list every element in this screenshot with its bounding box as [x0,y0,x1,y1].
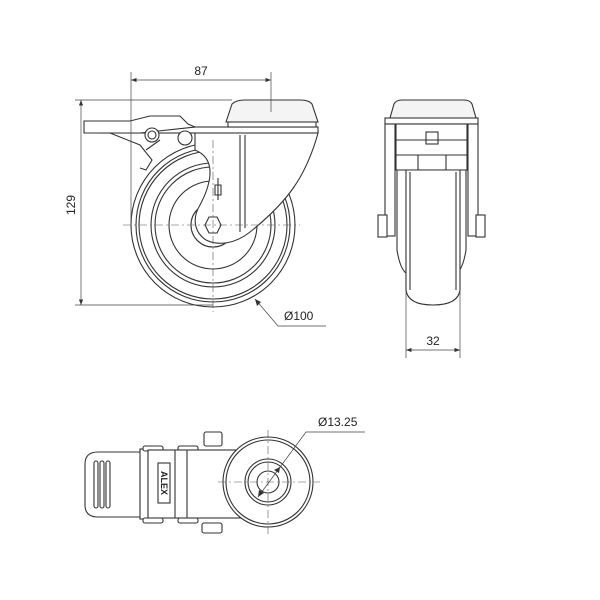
axle-nut-bottom [201,522,223,534]
side-leg-left [384,123,396,237]
side-view [377,99,486,306]
axle-nut-top [203,431,223,447]
side-bracket [395,123,468,171]
side-pad [389,99,477,119]
dimension-label: 32 [426,334,440,348]
dimension-wheel-diameter: Ø100 [254,298,326,327]
dimension-label: Ø100 [284,309,314,323]
logo-text: ALEX [159,471,169,495]
bottom-view: ALEX [84,430,320,536]
top-pad [225,99,319,123]
logo [157,462,171,504]
pivot-pin [144,127,160,143]
dimension-height: 129 [64,99,232,306]
fork-body [194,132,319,244]
dimension-label: Ø13.25 [318,415,358,429]
front-view [83,99,319,312]
pivot-pin [177,130,193,146]
dimension-label: 87 [194,64,208,78]
dimension-wheel-width: 32 [405,290,461,358]
side-wheel [405,169,461,306]
dimension-bolt-hole: Ø13.25 [257,415,365,498]
dimension-offset: 87 [130,64,272,225]
logo-mark [214,178,222,200]
brake-lever [83,115,198,134]
side-leg-right [467,123,479,237]
dimension-label: 129 [64,195,78,215]
